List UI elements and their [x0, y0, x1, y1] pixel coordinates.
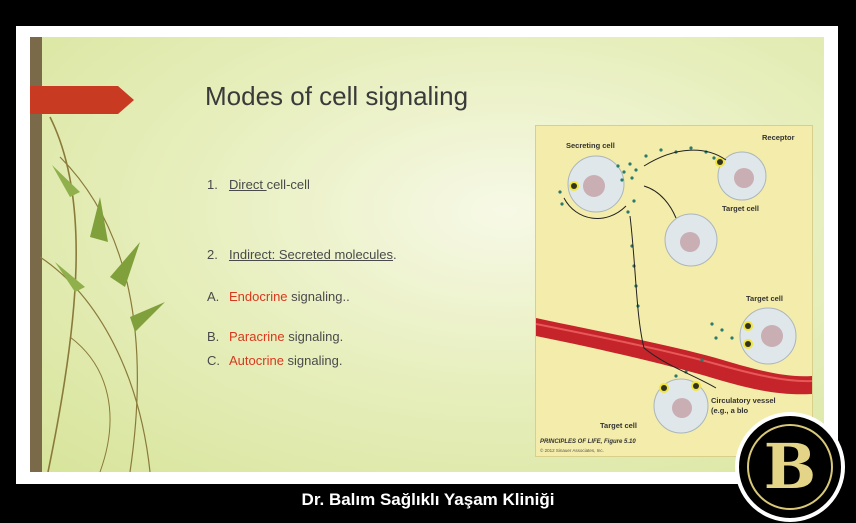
- list-item-endocrine: A.Endocrine signaling..: [207, 289, 350, 304]
- label-target-cell-2: Target cell: [746, 294, 783, 303]
- list-item-paracrine: B.Paracrine signaling.: [207, 329, 344, 344]
- decorative-fronds: [39, 116, 165, 472]
- title-arrow-tag: [30, 86, 134, 114]
- slide-left-bar: [30, 37, 42, 472]
- list-item-autocrine: C.Autocrine signaling.: [207, 353, 343, 368]
- slide-title: Modes of cell signaling: [205, 81, 469, 111]
- label-target-cell-1: Target cell: [722, 204, 759, 213]
- label-target-cell-3: Target cell: [600, 421, 637, 430]
- clinic-name-footer: Dr. Balım Sağlıklı Yaşam Kliniği: [301, 490, 555, 509]
- list-item-direct: 1.Direct cell-cell: [207, 177, 310, 192]
- label-receptor: Receptor: [762, 133, 795, 142]
- figure-credit: © 2012 Sinauer Associates, Inc.: [540, 448, 604, 453]
- presentation-slide: Modes of cell signaling 1.Direct cell-ce…: [30, 37, 824, 472]
- figure-illustration: [536, 146, 812, 434]
- logo-ring: [747, 424, 833, 510]
- clinic-logo: B: [735, 412, 845, 522]
- label-vessel-example: (e.g., a blo: [711, 406, 749, 415]
- label-secreting-cell: Secreting cell: [566, 141, 615, 150]
- cell-signaling-figure: Secreting cell Receptor Target cell Targ…: [535, 125, 813, 457]
- logo-letter-b: B: [763, 430, 817, 503]
- label-circulatory-vessel: Circulatory vessel: [711, 396, 776, 405]
- figure-caption: PRINCIPLES OF LIFE, Figure 5.10: [540, 439, 636, 445]
- list-item-indirect: 2.Indirect: Secreted molecules.: [207, 247, 397, 262]
